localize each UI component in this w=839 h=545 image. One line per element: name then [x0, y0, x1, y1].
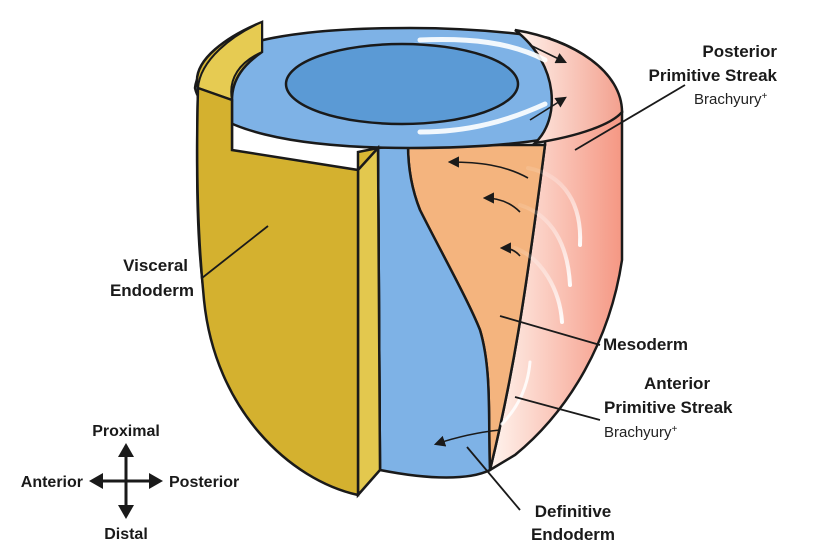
compass-down-head [118, 505, 134, 519]
orientation-compass: Proximal Distal Anterior Posterior [21, 423, 239, 543]
compass-posterior: Posterior [169, 474, 239, 491]
label-anterior-ps-line2: Primitive Streak [604, 398, 733, 417]
inner-cavity [286, 44, 518, 124]
compass-anterior: Anterior [21, 474, 83, 491]
compass-right-head [149, 473, 163, 489]
visceral-endoderm-cut-face [358, 148, 380, 495]
label-definitive-endoderm-line1: Definitive [535, 502, 612, 521]
label-visceral-endoderm-line2: Endoderm [110, 281, 194, 300]
compass-up-head [118, 443, 134, 457]
label-posterior-ps-line1: Posterior [702, 42, 777, 61]
label-posterior-ps-marker: Brachyury+ [694, 91, 768, 109]
label-visceral-endoderm-line1: Visceral [123, 256, 188, 275]
label-mesoderm: Mesoderm [603, 335, 688, 354]
compass-proximal: Proximal [92, 423, 160, 440]
label-anterior-ps-marker: Brachyury+ [604, 424, 678, 442]
label-anterior-ps-line1: Anterior [644, 374, 711, 393]
label-definitive-endoderm-line2: Endoderm [531, 525, 615, 544]
visceral-endoderm-outer [197, 88, 358, 495]
compass-distal: Distal [104, 526, 148, 543]
label-posterior-ps-line2: Primitive Streak [648, 66, 777, 85]
compass-left-head [89, 473, 103, 489]
